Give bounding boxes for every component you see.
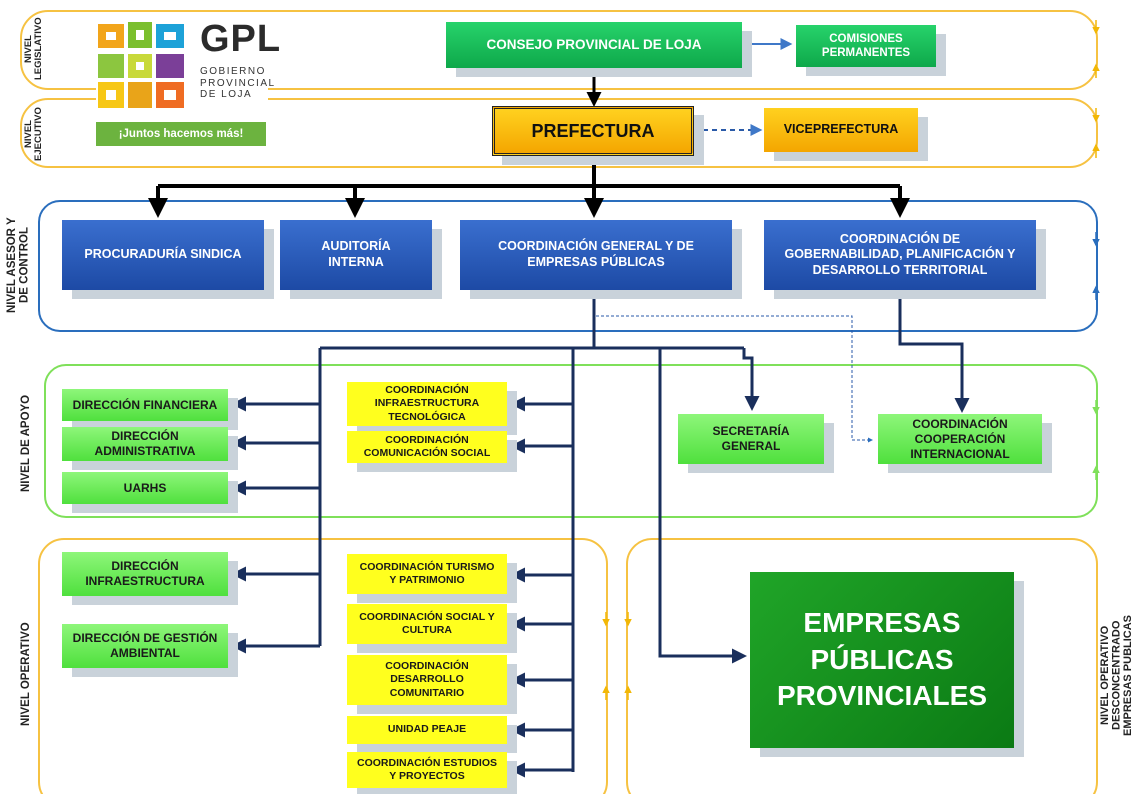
node-coord-infra-tec[interactable]: COORDINACIÓN INFRAESTRUCTURA TECNOLÓGICA (347, 382, 507, 426)
node-auditoria-line1: AUDITORÍA (321, 239, 391, 254)
node-uarhs-label: UARHS (123, 480, 167, 495)
node-procuraduria-label: PROCURADURÍA SINDICA (84, 247, 242, 262)
frame-operativo (38, 538, 608, 794)
node-coord-infra-tec-line3: TECNOLÓGICA (388, 410, 466, 423)
node-auditoria[interactable]: AUDITORÍA INTERNA (280, 220, 432, 290)
node-auditoria-line2: INTERNA (328, 255, 384, 269)
node-coord-desarrollo[interactable]: COORDINACIÓN DESARROLLO COMUNITARIO (347, 655, 507, 705)
node-unidad-peaje-label: UNIDAD PEAJE (387, 723, 467, 736)
node-coord-social[interactable]: COORDINACIÓN SOCIAL Y CULTURA (347, 604, 507, 644)
node-dir-financiera-label: DIRECCIÓN FINANCIERA (72, 397, 218, 412)
logo-slogan: ¡Juntos hacemos más! (96, 122, 266, 146)
node-coord-infra-tec-line2: INFRAESTRUCTURA (374, 397, 480, 410)
node-coord-general[interactable]: COORDINACIÓN GENERAL Y DE EMPRESAS PÚBLI… (460, 220, 732, 290)
edge-coord-gobernabilidad-cooperacion (898, 290, 970, 413)
node-secretaria-line2: GENERAL (721, 439, 781, 453)
edge-coord-general-empresas (658, 348, 747, 664)
node-dir-administrativa[interactable]: DIRECCIÓN ADMINISTRATIVA (62, 427, 228, 461)
node-secretaria-line1: SECRETARÍA (712, 424, 790, 438)
node-dir-administrativa-line1: DIRECCIÓN (111, 429, 179, 443)
node-coord-gobernabilidad-line1: COORDINACIÓN DE (839, 231, 961, 246)
frame-legislativo (20, 10, 1098, 90)
node-coord-comunicacion[interactable]: COORDINACIÓN COMUNICACIÓN SOCIAL (347, 431, 507, 463)
node-procuraduria[interactable]: PROCURADURÍA SINDICA (62, 220, 264, 290)
frame-apoyo (44, 364, 1098, 518)
node-dir-infraestructura-line2: INFRAESTRUCTURA (85, 574, 205, 588)
node-coord-estudios-line1: COORDINACIÓN ESTUDIOS (356, 756, 497, 769)
node-viceprefectura[interactable]: VICEPREFECTURA (764, 108, 918, 152)
node-comisiones[interactable]: COMISIONES PERMANENTES (796, 25, 936, 67)
node-coord-turismo-line2: Y PATRIMONIO (389, 574, 465, 586)
node-coord-infra-tec-line1: COORDINACIÓN (385, 384, 469, 397)
node-dir-infraestructura[interactable]: DIRECCIÓN INFRAESTRUCTURA (62, 552, 228, 596)
node-comisiones-line2: PERMANENTES (821, 47, 911, 59)
logo-name-line1: GOBIERNO (200, 66, 266, 77)
node-coord-general-line2: EMPRESAS PÚBLICAS (527, 255, 665, 269)
node-viceprefectura-label: VICEPREFECTURA (783, 122, 899, 137)
node-coord-cooperacion-line2: COOPERACIÓN (914, 431, 1006, 446)
node-consejo[interactable]: CONSEJO PROVINCIAL DE LOJA (446, 22, 742, 68)
node-coord-gobernabilidad-line3: DESARROLLO TERRITORIAL (812, 262, 988, 277)
node-prefectura[interactable]: PREFECTURA (492, 106, 694, 156)
edge-coord-general-cooperacion (596, 315, 873, 443)
logo: GPL GOBIERNO PROVINCIAL DE LOJA ¡Juntos … (96, 18, 280, 148)
node-coord-cooperacion-line3: INTERNACIONAL (910, 446, 1010, 461)
logo-name: GOBIERNO PROVINCIAL DE LOJA (200, 66, 276, 101)
node-coord-cooperacion-line1: COORDINACIÓN (912, 416, 1008, 431)
node-coord-social-line1: COORDINACIÓN SOCIAL Y (359, 610, 495, 623)
node-coord-cooperacion[interactable]: COORDINACIÓN COOPERACIÓN INTERNACIONAL (878, 414, 1042, 464)
node-empresas[interactable]: EMPRESAS PÚBLICAS PROVINCIALES (750, 572, 1014, 748)
edge-coord-general-secretaria (742, 348, 760, 411)
node-uarhs[interactable]: UARHS (62, 472, 228, 504)
node-coord-gobernabilidad[interactable]: COORDINACIÓN DE GOBERNABILIDAD, PLANIFIC… (764, 220, 1036, 290)
logo-acronym: GPL (200, 18, 282, 60)
node-prefectura-label: PREFECTURA (531, 120, 655, 141)
node-dir-administrativa-line2: ADMINISTRATIVA (94, 444, 196, 458)
node-coord-social-line2: CULTURA (402, 624, 452, 636)
logo-name-line3: DE LOJA (200, 89, 253, 100)
frame-asesor (38, 200, 1098, 332)
frame-desconcentrado (626, 538, 1098, 794)
node-empresas-line1: EMPRESAS (803, 607, 961, 639)
node-coord-desarrollo-line2: DESARROLLO (390, 673, 464, 686)
node-consejo-label: CONSEJO PROVINCIAL DE LOJA (486, 36, 702, 52)
node-coord-turismo[interactable]: COORDINACIÓN TURISMO Y PATRIMONIO (347, 554, 507, 594)
node-dir-gestion-ambiental-line2: AMBIENTAL (110, 646, 180, 660)
node-coord-gobernabilidad-line2: GOBERNABILIDAD, PLANIFICACIÓN Y (784, 247, 1016, 262)
logo-mark-icon (98, 22, 184, 108)
node-dir-financiera[interactable]: DIRECCIÓN FINANCIERA (62, 389, 228, 421)
node-empresas-line2: PÚBLICAS (810, 643, 954, 675)
node-dir-infraestructura-line1: DIRECCIÓN (111, 559, 179, 573)
node-coord-estudios[interactable]: COORDINACIÓN ESTUDIOS Y PROYECTOS (347, 752, 507, 788)
node-unidad-peaje[interactable]: UNIDAD PEAJE (347, 716, 507, 744)
node-coord-desarrollo-line3: COMUNITARIO (389, 686, 465, 699)
node-secretaria[interactable]: SECRETARÍA GENERAL (678, 414, 824, 464)
frame-ejecutivo (20, 98, 1098, 168)
node-dir-gestion-ambiental[interactable]: DIRECCIÓN DE GESTIÓN AMBIENTAL (62, 624, 228, 668)
node-dir-gestion-ambiental-line1: DIRECCIÓN DE GESTIÓN (72, 631, 218, 645)
logo-name-line2: PROVINCIAL (200, 77, 276, 89)
node-coord-general-line1: COORDINACIÓN GENERAL Y DE (498, 239, 694, 254)
node-empresas-line3: PROVINCIALES (776, 680, 988, 712)
node-coord-turismo-line1: COORDINACIÓN TURISMO (359, 560, 495, 573)
node-comisiones-line1: COMISIONES (829, 32, 903, 45)
node-coord-comunicacion-line2: COMUNICACIÓN SOCIAL (363, 447, 491, 459)
node-coord-estudios-line2: Y PROYECTOS (389, 770, 465, 782)
node-coord-comunicacion-line1: COORDINACIÓN (385, 433, 469, 446)
node-coord-desarrollo-line1: COORDINACIÓN (385, 660, 469, 673)
